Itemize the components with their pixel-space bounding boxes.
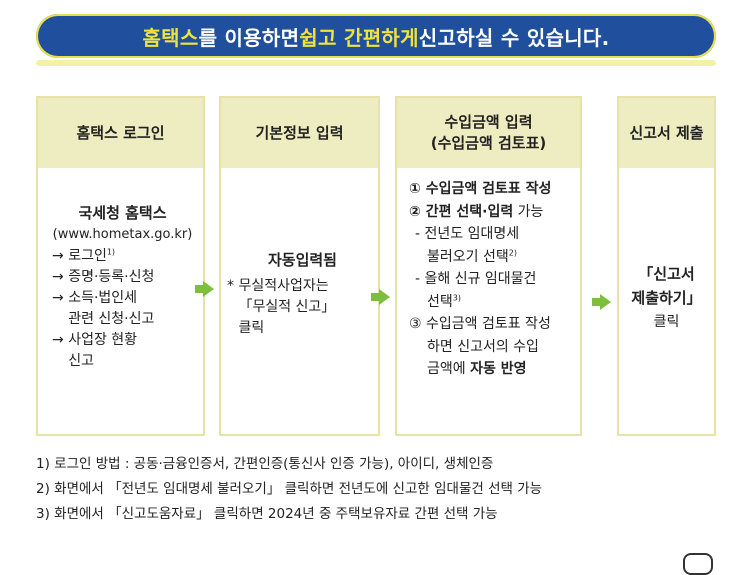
footnote-2: 2) 화면에서 「전년도 임대명세 불러오기」 클릭하면 전년도에 신고한 임대… (36, 481, 543, 497)
note-row: * 무실적사업자는 「무실적 신고」 클릭 (227, 276, 378, 339)
step-login-body: 국세청 홈택스 (www.hometax.go.kr) → 로그인1) → 증명… (38, 168, 203, 434)
income-sub-1-line2: 불러오기 선택 (427, 248, 509, 265)
step-submit-head: 신고서 제출 (619, 98, 714, 168)
income-step-2-strong: ② 간편 선택·입력 (409, 203, 514, 220)
income-sub-2-line1: - 올해 신규 임대물건 (415, 271, 537, 287)
income-head-line1: 수입금액 입력 (444, 113, 533, 131)
step-basic-info: 기본정보 입력 자동입력됨 * 무실적사업자는 「무실적 신고」 클릭 (219, 96, 380, 436)
arrow-right-icon: → (52, 248, 69, 264)
note-line1: 무실적사업자는 (238, 278, 329, 294)
business-item-line2: 신고 (68, 353, 94, 369)
footnote-3: 3) 화면에서 「신고도움자료」 클릭하면 2024년 중 주택보유자료 간편 … (36, 506, 498, 522)
step-login: 홈택스 로그인 국세청 홈택스 (www.hometax.go.kr) → 로그… (36, 96, 205, 436)
income-step-2-rest: 가능 (513, 203, 544, 220)
income-sub-1: - 전년도 임대명세 불러오기 선택2) (409, 223, 580, 268)
submit-line3: 클릭 (653, 314, 680, 330)
tax-item-line2: 관련 신청·신고 (68, 311, 155, 327)
step-income-body: ① 수입금액 검토표 작성 ② 간편 선택·입력 가능 - 전년도 임대명세 불… (397, 168, 580, 434)
banner-hometax: 홈택스 (142, 25, 199, 50)
page-corner-mark (683, 553, 713, 575)
income-sub-2-line2: 선택 (427, 293, 453, 310)
list-item: → 증명·등록·신청 (52, 267, 203, 288)
banner-text-1: 를 이용하면 (198, 25, 300, 50)
footnote-ref: 2) (508, 247, 517, 257)
footnote-1: 1) 로그인 방법 : 공동·금융인증서, 간편인증(통신사 인증 가능), 아… (36, 456, 494, 472)
tax-item-line1: 소득·법인세 (68, 290, 138, 306)
asterisk-icon: * (227, 278, 239, 294)
auto-fill-text: 자동입력됨 (267, 251, 337, 269)
note-line3: 클릭 (238, 320, 265, 336)
step-basic-info-head: 기본정보 입력 (221, 98, 378, 168)
step-income: 수입금액 입력 (수입금액 검토표) ① 수입금액 검토표 작성 ② 간편 선택·… (395, 96, 582, 436)
income-step-3-line2: 하면 신고서의 수입 (427, 338, 539, 355)
step-login-head: 홈택스 로그인 (38, 98, 203, 168)
income-sub-1-line1: - 전년도 임대명세 (415, 226, 520, 242)
certificate-item-text: 증명·등록·신청 (68, 269, 155, 285)
step-basic-info-body: 자동입력됨 * 무실적사업자는 「무실적 신고」 클릭 (221, 168, 378, 434)
note-line2: 「무실적 신고」 (238, 299, 336, 315)
footnotes: 1) 로그인 방법 : 공동·금융인증서, 간편인증(통신사 인증 가능), 아… (36, 452, 736, 527)
step-income-head: 수입금액 입력 (수입금액 검토표) (397, 98, 580, 168)
banner-underline (36, 60, 716, 66)
business-item-line1: 사업장 현황 (68, 332, 138, 348)
list-item: → 로그인1) (52, 246, 203, 267)
income-step-3-line3: 금액에 (427, 361, 471, 377)
login-item-text: 로그인 (68, 248, 107, 264)
footnote-ref: 1) (106, 247, 116, 257)
arrow-right-icon: → (52, 332, 69, 348)
flow-arrow-icon (592, 294, 611, 310)
step-submit-body: 「신고서 제출하기」 클릭 (619, 168, 714, 434)
arrow-right-icon: → (52, 269, 69, 285)
hometax-url: (www.hometax.go.kr) (52, 227, 193, 242)
footnote-ref: 3) (452, 292, 461, 302)
income-sub-2: - 올해 신규 임대물건 선택3) (409, 268, 580, 313)
banner-text-2: 신고하실 수 있습니다. (418, 25, 610, 50)
flow-arrow-icon (195, 281, 214, 297)
income-step-3: ③ 수입금액 검토표 작성 하면 신고서의 수입 금액에 자동 반영 (409, 313, 580, 381)
auto-reflect-text: 자동 반영 (470, 361, 527, 377)
step-submit: 신고서 제출 「신고서 제출하기」 클릭 (617, 96, 716, 436)
income-step-1: ① 수입금액 검토표 작성 (409, 181, 552, 197)
arrow-right-icon: → (52, 290, 69, 306)
income-head-line2: (수입금액 검토표) (430, 134, 547, 152)
income-step-3-line1: ③ 수입금액 검토표 작성 (409, 316, 551, 332)
hometax-title: 국세청 홈택스 (78, 204, 167, 222)
submit-line2: 제출하기」 (631, 289, 702, 307)
submit-line1: 「신고서 (638, 265, 695, 283)
flow-arrow-icon (371, 289, 390, 305)
banner-highlight: 쉽고 간편하게 (299, 25, 419, 50)
